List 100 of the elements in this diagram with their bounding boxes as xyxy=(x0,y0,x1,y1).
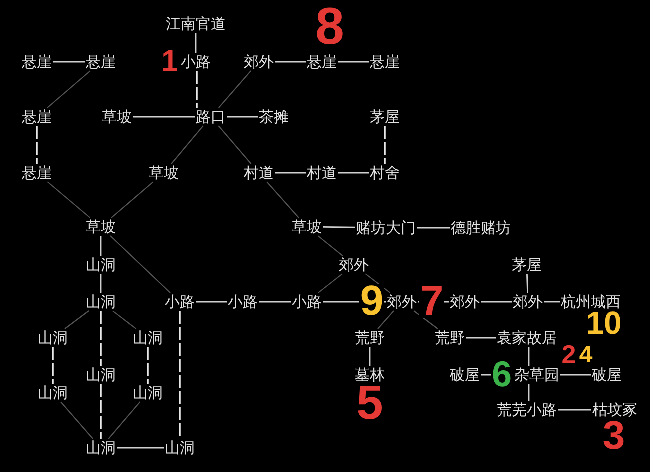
callout-number: 1 xyxy=(160,50,180,74)
connector-line xyxy=(47,70,91,108)
connector-line xyxy=(64,310,90,330)
place-label: 德胜赌坊 xyxy=(450,219,512,237)
connector-line xyxy=(147,347,149,384)
place-label: 山洞 xyxy=(132,384,164,402)
place-label: 墓林 xyxy=(354,366,386,384)
connector-line xyxy=(338,61,369,63)
connector-line xyxy=(558,409,592,411)
connector-line xyxy=(526,274,528,294)
place-label: 山洞 xyxy=(85,366,117,384)
connector-line xyxy=(259,301,291,303)
place-label: 草坡 xyxy=(291,218,323,236)
place-label: 路口 xyxy=(195,108,227,126)
place-label: 悬崖 xyxy=(21,108,53,126)
place-label: 山洞 xyxy=(85,439,117,457)
connector-line xyxy=(47,182,91,218)
connector-line xyxy=(36,126,38,164)
connector-line xyxy=(218,126,252,164)
connector-line xyxy=(133,116,195,118)
callout-number: 7 xyxy=(419,284,445,318)
connector-line xyxy=(528,384,530,401)
place-label: 破屋 xyxy=(449,366,481,384)
place-label: 茶摊 xyxy=(258,108,290,126)
connector-line xyxy=(196,71,198,108)
place-label: 小路 xyxy=(180,53,212,71)
place-label: 荒野 xyxy=(354,329,386,347)
connector-line xyxy=(481,301,512,303)
connector-line xyxy=(100,384,102,439)
connector-line xyxy=(466,337,496,339)
connector-line xyxy=(544,301,560,303)
place-label: 悬崖 xyxy=(85,53,117,71)
connector-line xyxy=(195,33,197,53)
place-label: 草坡 xyxy=(85,218,117,236)
callout-number: 6 xyxy=(490,360,514,390)
place-label: 山洞 xyxy=(132,329,164,347)
place-label: 悬崖 xyxy=(369,53,401,71)
connector-line xyxy=(365,274,391,294)
connector-line xyxy=(227,116,258,118)
callout-number: 4 xyxy=(578,345,594,365)
place-label: 村道 xyxy=(306,164,338,182)
place-label: 村道 xyxy=(243,164,275,182)
place-label: 郊外 xyxy=(449,293,481,311)
connector-line xyxy=(108,402,141,440)
connector-line xyxy=(100,274,102,293)
connector-line xyxy=(560,374,591,376)
connector-line xyxy=(266,182,300,218)
place-label: 山洞 xyxy=(85,293,117,311)
place-label: 江南官道 xyxy=(165,15,227,33)
place-label: 山洞 xyxy=(37,384,69,402)
place-label: 杭州城西 xyxy=(560,293,622,311)
place-label: 郊外 xyxy=(243,53,275,71)
place-label: 悬崖 xyxy=(21,53,53,71)
place-label: 草坡 xyxy=(148,164,180,182)
connector-line xyxy=(110,236,171,294)
place-label: 村舍 xyxy=(369,164,401,182)
callout-number: 2 xyxy=(560,344,578,366)
place-label: 草坡 xyxy=(101,108,133,126)
connector-line xyxy=(117,447,164,449)
connector-line xyxy=(275,172,306,174)
connector-line xyxy=(378,310,394,330)
place-label: 小路 xyxy=(291,293,323,311)
connector-line xyxy=(338,172,369,174)
place-label: 赌坊大门 xyxy=(355,219,417,237)
place-label: 小路 xyxy=(227,293,259,311)
connector-line xyxy=(53,61,85,63)
connector-line xyxy=(318,236,344,256)
place-label: 小路 xyxy=(164,293,196,311)
place-label: 荒野 xyxy=(434,329,466,347)
place-label: 茅屋 xyxy=(369,108,401,126)
place-label: 杂草园 xyxy=(514,366,560,384)
place-label: 山洞 xyxy=(37,329,69,347)
connector-line xyxy=(100,311,102,366)
place-label: 山洞 xyxy=(164,439,196,457)
connector-line xyxy=(196,301,227,303)
place-label: 茅屋 xyxy=(511,256,543,274)
connector-line xyxy=(369,347,371,366)
place-label: 悬崖 xyxy=(21,164,53,182)
callout-number: 3 xyxy=(602,420,626,452)
connector-line xyxy=(323,226,355,228)
callout-number: 9 xyxy=(359,284,385,318)
connector-line xyxy=(528,347,530,366)
connector-line xyxy=(275,61,306,63)
connector-line xyxy=(179,311,181,439)
connector-line xyxy=(417,227,450,229)
place-label: 悬崖 xyxy=(306,53,338,71)
connector-line xyxy=(112,310,137,330)
connector-line xyxy=(52,347,54,384)
callout-number: 10 xyxy=(585,311,623,337)
connector-line xyxy=(318,274,343,294)
place-label: 山洞 xyxy=(85,256,117,274)
place-label: 郊外 xyxy=(338,256,370,274)
place-label: 破屋 xyxy=(591,366,623,384)
connector-line xyxy=(384,126,386,164)
connector-line xyxy=(218,70,252,108)
place-label: 袁家故居 xyxy=(496,329,558,347)
connector-line xyxy=(60,402,94,440)
place-label: 郊外 xyxy=(386,293,418,311)
place-label: 荒芜小路 xyxy=(496,401,558,419)
connector-line xyxy=(100,236,102,256)
